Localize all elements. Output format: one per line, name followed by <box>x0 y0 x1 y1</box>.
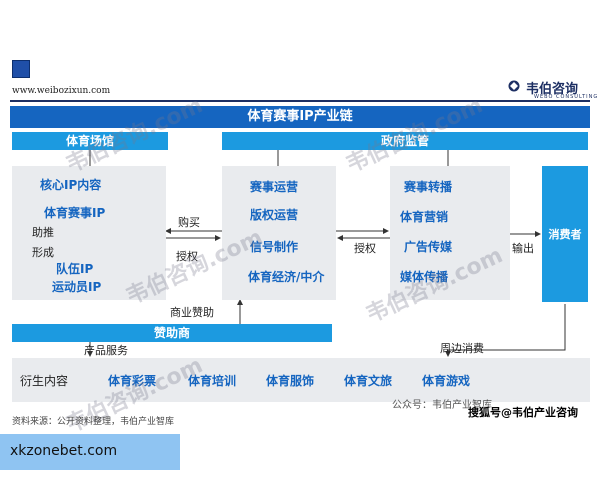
section-government: 政府监管 <box>222 132 588 150</box>
core-ip-content: 核心IP内容 <box>40 178 102 192</box>
sports-event-ip: 体育赛事IP <box>44 206 106 220</box>
source-note: 资料来源：公开资料整理，韦伯产业智库 <box>12 417 175 427</box>
copyright-operation: 版权运营 <box>250 208 299 222</box>
license-label-2: 授权 <box>354 242 376 255</box>
team-ip: 队伍IP <box>56 262 94 276</box>
form-label: 形成 <box>32 246 54 259</box>
event-operation: 赛事运营 <box>250 180 299 194</box>
header-divider <box>10 100 590 102</box>
brand-subtitle: WEBO CONSULTING <box>534 94 599 100</box>
athlete-ip: 运动员IP <box>52 280 102 294</box>
site-url: www.weibozixun.com <box>12 86 111 96</box>
logo-square <box>12 60 30 78</box>
license-label: 授权 <box>176 250 198 263</box>
right-column-box <box>390 166 510 300</box>
signal-production: 信号制作 <box>250 240 299 254</box>
sports-economy-agency: 体育经济/中介 <box>248 270 325 284</box>
derivative-lottery: 体育彩票 <box>108 374 157 388</box>
site-banner-text[interactable]: xkzonebet.com <box>10 443 118 459</box>
brand-logo-icon <box>508 80 520 92</box>
peripheral-arrow <box>445 304 566 357</box>
sohu-credit: 搜狐号@韦伯产业咨询 <box>468 406 578 419</box>
media-communication: 媒体传播 <box>400 270 449 284</box>
derivative-games: 体育游戏 <box>422 374 471 388</box>
peripheral-consumption-label: 周边消费 <box>440 342 484 355</box>
derivative-training: 体育培训 <box>188 374 237 388</box>
brand-name: 韦伯咨询 <box>526 82 579 97</box>
event-broadcast: 赛事转播 <box>404 180 453 194</box>
derivative-tourism: 体育文旅 <box>344 374 393 388</box>
wechat-credit: 公众号：韦伯产业智库 <box>392 400 492 411</box>
middle-column-box <box>222 166 336 300</box>
left-column-box <box>12 166 166 300</box>
section-sponsor: 赞助商 <box>12 324 332 342</box>
advertising-media: 广告传媒 <box>404 240 453 254</box>
derivatives-label: 衍生内容 <box>20 374 69 388</box>
consumer-label: 消费者 <box>548 228 582 241</box>
help-push-label: 助推 <box>32 226 54 239</box>
derivatives-box <box>12 358 590 402</box>
buy-label: 购买 <box>178 216 200 229</box>
output-label: 输出 <box>512 242 534 255</box>
consumer-box <box>542 166 588 302</box>
product-service-label: 产品服务 <box>84 344 128 357</box>
commercial-sponsorship-label: 商业赞助 <box>170 306 214 319</box>
derivative-apparel: 体育服饰 <box>266 374 315 388</box>
section-venue: 体育场馆 <box>12 132 168 150</box>
diagram-title: 体育赛事IP产业链 <box>10 106 590 128</box>
sports-marketing: 体育营销 <box>400 210 449 224</box>
site-banner[interactable] <box>0 434 180 470</box>
